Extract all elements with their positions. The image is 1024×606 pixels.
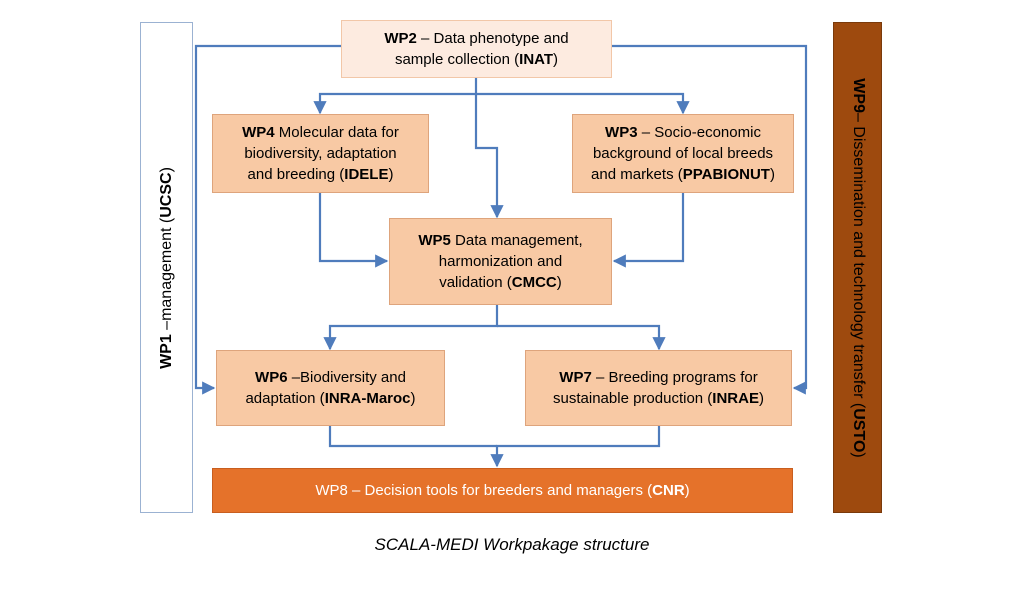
wp1-management-panel: WP1 –management (UCSC) [140, 22, 193, 513]
arrow-wp2-to-wp3 [476, 92, 690, 115]
arrow-wp7-to-wp8 [490, 426, 661, 468]
arrow-wp5-to-wp7 [497, 324, 666, 351]
arrow-wp2-to-wp4 [313, 78, 478, 115]
wp6-box: WP6 –Biodiversity and adaptation (INRA-M… [216, 350, 445, 426]
arrow-wp2-to-wp7 [612, 44, 808, 395]
wp7-box: WP7 – Breeding programs for sustainable … [525, 350, 792, 426]
arrow-wp6-to-wp8 [328, 426, 497, 448]
wp4-box: WP4 Molecular data for biodiversity, ada… [212, 114, 429, 193]
wp3-box: WP3 – Socio-economic background of local… [572, 114, 794, 193]
arrow-wp2-to-wp6 [194, 44, 341, 395]
wp8-box: WP8 – Decision tools for breeders and ma… [212, 468, 793, 513]
wp2-box: WP2 – Data phenotype and sample collecti… [341, 20, 612, 78]
arrow-wp5-to-wp6 [323, 305, 499, 351]
arrow-wp3-to-wp5 [612, 193, 685, 268]
wp5-box: WP5 Data management, harmonization and v… [389, 218, 612, 305]
wp9-dissemination-panel: WP9– Dissemination and technology transf… [833, 22, 882, 513]
arrow-wp4-to-wp5 [318, 193, 389, 268]
arrow-wp2-to-wp5 [474, 94, 504, 219]
figure-caption: SCALA-MEDI Workpakage structure [374, 535, 650, 554]
